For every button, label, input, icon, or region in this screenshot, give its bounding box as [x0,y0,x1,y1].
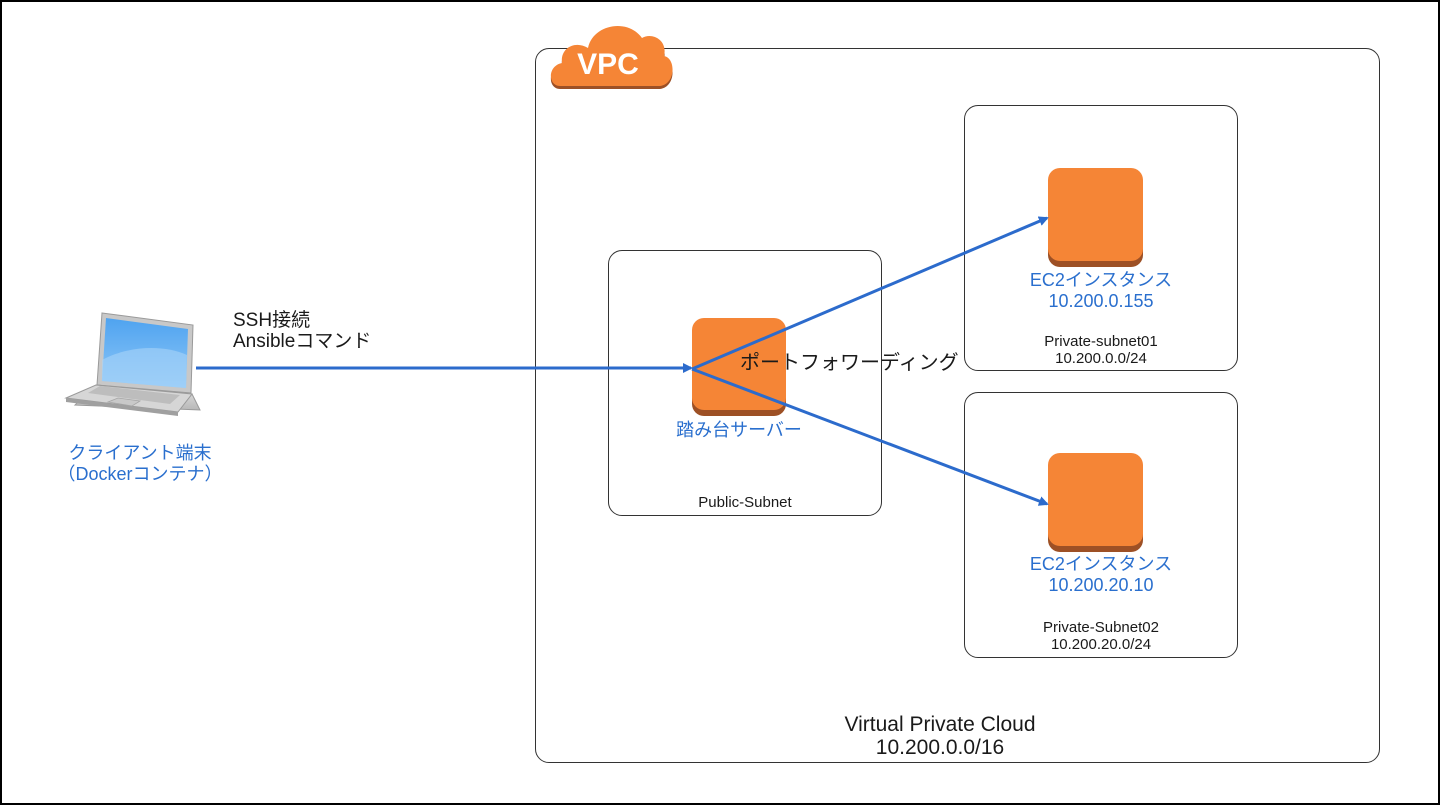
vpc-title: Virtual Private Cloud [844,713,1036,736]
connection-label: SSH接続 Ansibleコマンド [233,310,372,353]
private-subnet-01-cidr: 10.200.0.0/24 [1055,350,1147,368]
private-subnet-01-box[interactable] [964,105,1238,371]
ec2-instance-02-icon[interactable] [1048,453,1143,552]
public-subnet-name: Public-Subnet [698,494,792,511]
laptop-icon[interactable] [64,312,201,416]
ec2-instance-01-label: EC2インスタンス 10.200.0.155 [964,270,1238,311]
client-label-line1: クライアント端末 [68,443,212,463]
public-subnet-box[interactable] [608,250,882,516]
vpc-badge-label: VPC [577,48,639,81]
vpc-title-label: Virtual Private Cloud 10.200.0.0/16 [800,713,1080,759]
port-forward-arrow-02[interactable] [691,367,1049,506]
private-subnet-02-box[interactable] [964,392,1238,658]
ec2-instance-01-icon[interactable] [1048,168,1143,267]
bastion-server-icon[interactable] [692,318,786,416]
port-forwarding-label: ポートフォワーディング [740,352,959,374]
private-subnet-01-label: Private-subnet01 10.200.0.0/24 [964,333,1238,368]
ec2-instance-02-ip: 10.200.20.10 [1048,574,1154,595]
client-label-line2: （Dockerコンテナ） [57,463,223,484]
vpc-cloud-icon [550,25,673,90]
private-subnet-02-label: Private-Subnet02 10.200.20.0/24 [964,619,1238,654]
ec2-instance-02-label: EC2インスタンス 10.200.20.10 [964,554,1238,595]
ec2-instance-01-name: EC2インスタンス [1029,270,1173,290]
ec2-instance-01-ip: 10.200.0.155 [1048,290,1154,311]
connection-label-line1: SSH接続 [233,310,311,331]
vpc-cidr: 10.200.0.0/16 [875,736,1005,760]
client-label: クライアント端末 （Dockerコンテナ） [50,443,230,484]
private-subnet-02-name: Private-Subnet02 [1043,619,1159,636]
private-subnet-02-cidr: 10.200.20.0/24 [1050,636,1152,654]
private-subnet-01-name: Private-subnet01 [1044,333,1158,350]
vpc-container[interactable] [535,48,1380,763]
connection-label-line2: Ansibleコマンド [233,330,372,352]
ec2-instance-02-name: EC2インスタンス [1029,554,1173,574]
bastion-server-label: 踏み台サーバー [676,420,802,440]
port-forward-arrow-01[interactable] [691,216,1049,371]
